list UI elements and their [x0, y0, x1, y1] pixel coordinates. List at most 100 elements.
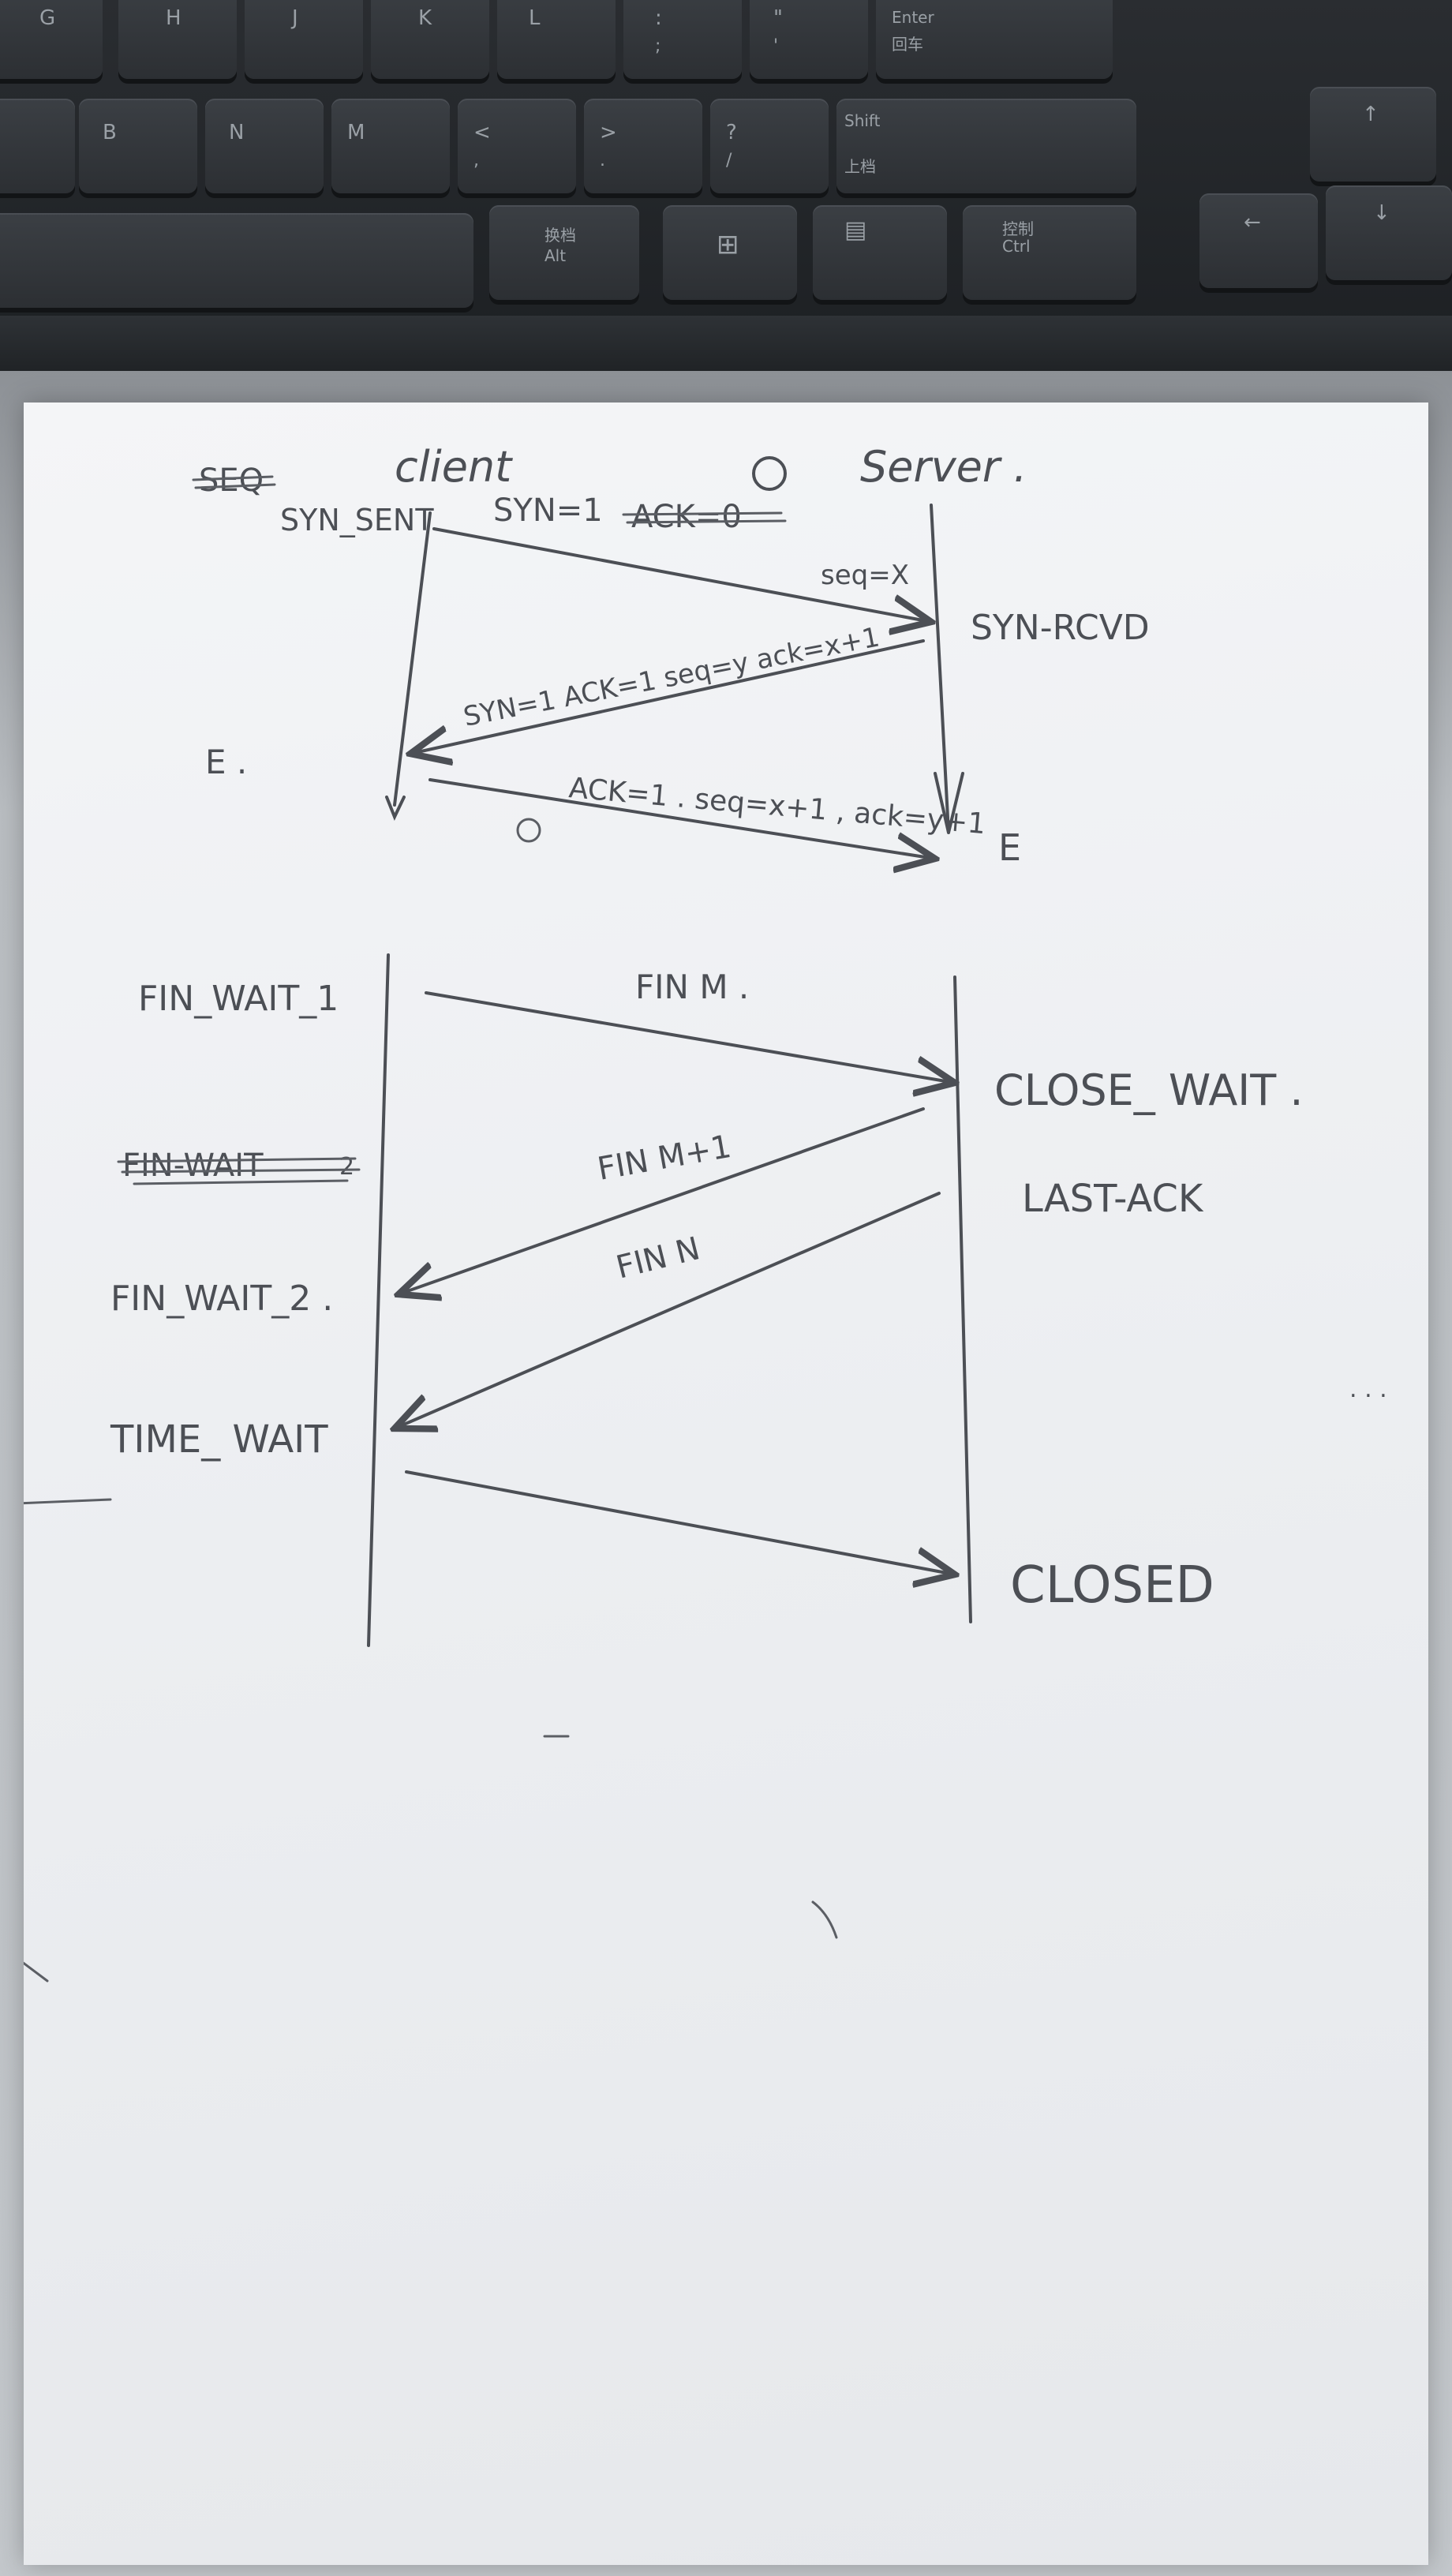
key-sublabel: Alt — [544, 246, 567, 265]
menu-icon: ▤ — [844, 216, 867, 244]
msg-ack: ACK=1 . seq=x+1 , ack=y+1 — [567, 772, 987, 841]
msg-ack-struck: ACK=0 — [631, 499, 742, 535]
key-label: J — [292, 6, 298, 30]
state-fin-wait-1: FIN_WAIT_1 — [138, 979, 339, 1019]
key-label: < — [473, 121, 491, 144]
key-label: : — [655, 6, 662, 30]
stray-mark — [811, 1900, 838, 1939]
key-arrow-down: ↓ — [1326, 185, 1452, 280]
note-marker-icon — [516, 818, 541, 843]
key-label: 控制 — [1002, 219, 1034, 238]
state-closed: CLOSED — [1010, 1556, 1214, 1615]
strike-line — [133, 1179, 349, 1185]
stray-mark — [24, 1961, 49, 1983]
key-windows: ⊞ — [663, 205, 797, 300]
msg-fin-n: FIN N — [612, 1230, 703, 1286]
stray-mark — [24, 1498, 112, 1505]
key-label: M — [347, 121, 365, 144]
key-b: B — [79, 99, 197, 193]
keyboard-frame — [0, 316, 1452, 371]
key-label: 换档 — [544, 226, 576, 245]
struck-suffix: 2 — [339, 1153, 354, 1181]
arrow-fin-m — [425, 991, 955, 1083]
strike-line — [117, 1157, 357, 1163]
state-syn-sent: SYN_SENT — [280, 503, 434, 537]
key-label: ? — [726, 121, 737, 144]
key-label: N — [229, 121, 245, 144]
key-label: B — [103, 121, 117, 144]
key-sublabel: 回车 — [892, 35, 923, 54]
margin-dots: . . . — [1349, 1376, 1387, 1403]
key-label: Enter — [892, 8, 934, 27]
state-last-ack: LAST-ACK — [1022, 1177, 1204, 1221]
msg-fin-m: FIN M . — [635, 968, 749, 1006]
state-time-wait: TIME_ WAIT — [110, 1417, 328, 1462]
key-label: Shift — [844, 111, 881, 130]
key-l: L — [497, 0, 616, 79]
server-timeline — [930, 504, 950, 834]
key-j: J — [245, 0, 363, 79]
state-server-established: E — [998, 826, 1021, 869]
key-label: G — [39, 6, 56, 30]
client-timeline-2 — [367, 953, 390, 1647]
key-arrow-left: ← — [1199, 193, 1318, 288]
key-enter: Enter 回车 — [876, 0, 1113, 79]
client-timeline-arrow — [385, 796, 406, 821]
strike-line — [192, 475, 274, 481]
key-sublabel: ' — [773, 36, 779, 56]
key-n: N — [205, 99, 324, 193]
key-k: K — [371, 0, 489, 79]
strike-line — [194, 483, 276, 489]
key-m: M — [331, 99, 450, 193]
strike-line — [121, 1168, 361, 1174]
server-timeline-2 — [953, 975, 972, 1623]
client-label: client — [395, 442, 513, 492]
key-sublabel: 上档 — [844, 157, 876, 176]
key-menu: ▤ — [813, 205, 947, 300]
key-comma: <, — [458, 99, 576, 193]
key-label: H — [166, 6, 182, 30]
state-syn-rcvd: SYN-RCVD — [971, 608, 1150, 648]
arrow-up-icon: ↑ — [1362, 103, 1379, 126]
msg-syn-ack: SYN=1 ACK=1 seq=y ack=x+1 — [461, 621, 882, 733]
arrow-fin-n — [395, 1192, 941, 1428]
key-sublabel: Ctrl — [1002, 237, 1031, 256]
key-period: >. — [584, 99, 702, 193]
paper-sheet: SEQ client Server . SYN_SENT SYN=1 ACK=0… — [24, 402, 1428, 2565]
msg-syn: SYN=1 — [493, 492, 603, 529]
server-label: Server . — [860, 442, 1027, 492]
struck-label: SEQ — [199, 462, 264, 499]
arrow-syn — [432, 527, 931, 622]
server-timeline-arrow — [934, 772, 964, 833]
key-space — [0, 213, 473, 308]
msg-seq-x: seq=X — [821, 560, 909, 591]
strike-line — [626, 519, 787, 524]
key-sublabel: , — [473, 151, 479, 170]
tcp-handshake-diagram: SEQ client Server . SYN_SENT SYN=1 ACK=0… — [24, 442, 1387, 1983]
server-marker-icon — [752, 456, 787, 491]
windows-icon: ⊞ — [717, 229, 739, 260]
state-client-established: E . — [205, 743, 247, 781]
key-sublabel: / — [726, 151, 732, 170]
state-fin-wait-2: FIN_WAIT_2 . — [110, 1279, 333, 1319]
key-shift: Shift 上档 — [836, 99, 1136, 193]
key-label: > — [600, 121, 617, 144]
arrow-down-icon: ↓ — [1373, 201, 1390, 225]
arrow-fin-m-plus-1 — [399, 1107, 925, 1294]
key-g: G — [0, 0, 103, 79]
client-timeline — [393, 511, 432, 807]
strike-line — [622, 511, 783, 516]
arrow-syn-ack — [410, 639, 925, 754]
msg-fin-m-plus-1: FIN M+1 — [595, 1129, 734, 1188]
key-label: K — [418, 6, 432, 30]
key-colon: :; — [623, 0, 742, 79]
key-sublabel: ; — [655, 36, 661, 56]
key-h: H — [118, 0, 237, 79]
key-quote: "' — [750, 0, 868, 79]
key-v — [0, 99, 75, 193]
struck-fin-wait: FIN-WAIT — [122, 1148, 264, 1184]
key-slash: ?/ — [710, 99, 829, 193]
